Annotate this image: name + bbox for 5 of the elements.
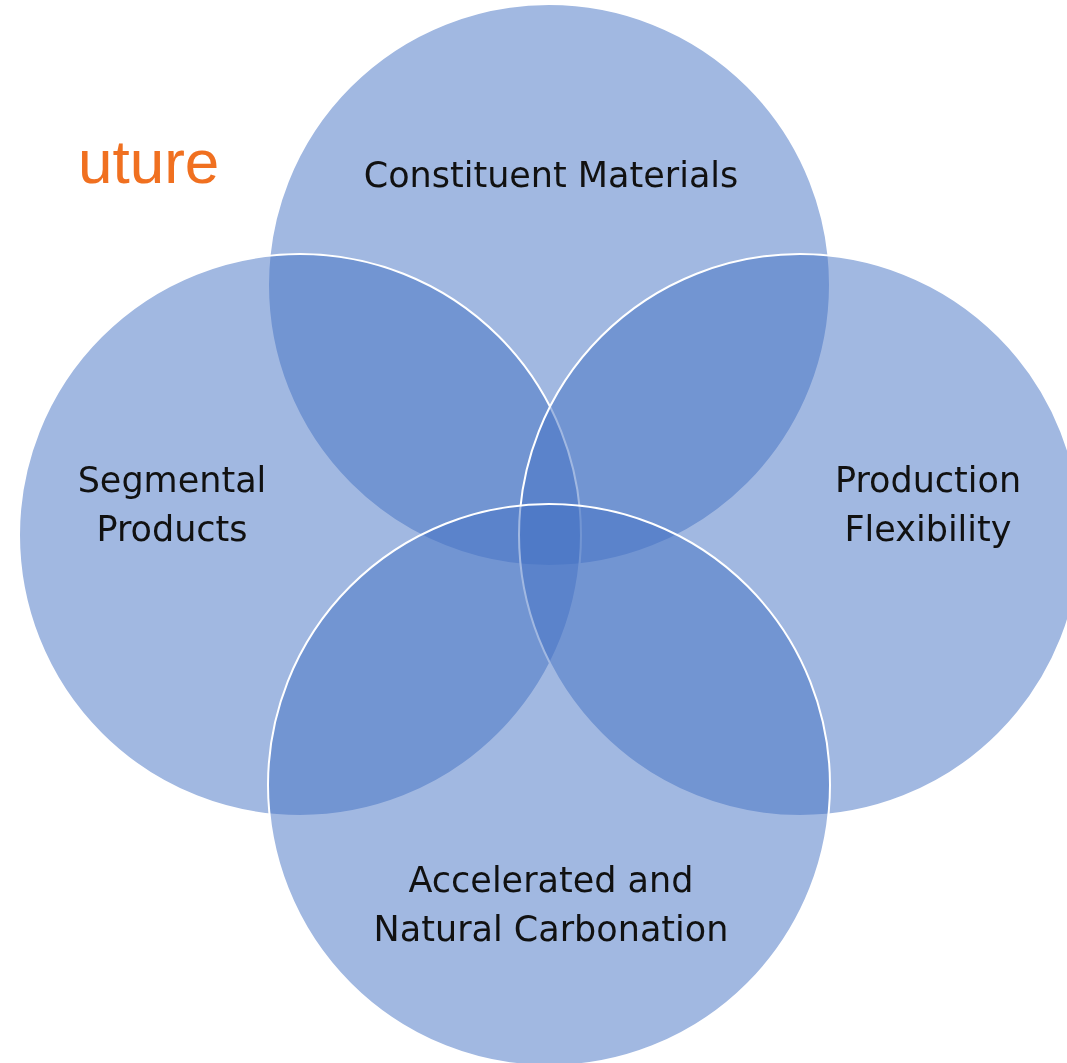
- circle-label: Production Flexibility: [833, 459, 1023, 551]
- title-fragment: uture: [78, 126, 220, 197]
- circle-label: Segmental Products: [76, 459, 268, 551]
- circle-label: Accelerated and Natural Carbonation: [372, 859, 730, 951]
- circle-label: Constituent Materials: [362, 153, 740, 197]
